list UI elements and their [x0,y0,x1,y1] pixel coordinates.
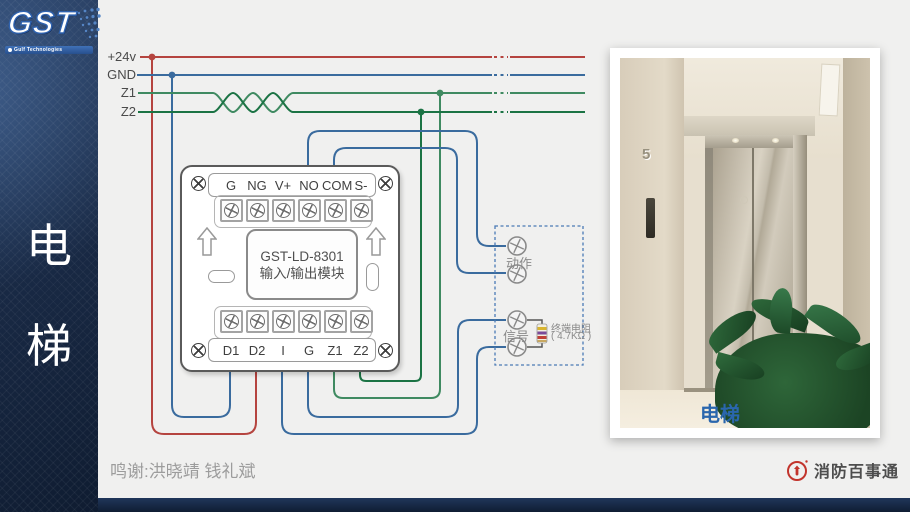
module-name-plate: GST-LD-8301 输入/输出模块 [246,229,358,300]
terminal-label: Z1 [327,342,343,358]
gst-logo: GST Gulf Technologies [5,4,101,59]
logo-subtitle-bar: Gulf Technologies [5,46,93,54]
ceiling-light [732,138,739,143]
bus-label-gnd: GND [107,67,136,82]
module-type: 输入/输出模块 [259,265,345,281]
screw-terminal-icon [272,310,295,333]
terminal-label: D1 [222,342,240,358]
ceiling-light [772,138,779,143]
elevator-photo-card: 5 电梯 [610,48,880,438]
logo-dots-icon [77,7,101,39]
corner-screw-icon [191,176,206,191]
junction-dot-gnd [168,71,176,79]
screw-terminal-icon [324,310,347,333]
screw-terminal-icon [220,199,243,222]
gst-logo-text: GST [6,4,78,40]
photo-lintel [684,116,815,136]
brand-footer: 消防百事通 [786,458,899,482]
junction-dot-24v [148,53,156,61]
fire-service-logo-icon [787,460,808,481]
plant [715,333,870,428]
screw-terminal-icon [298,310,321,333]
logo-bar-dot-icon [8,48,12,52]
photo-caption: 电梯 [700,404,740,426]
bottom-terminal-labels: D1 D2 I G Z1 Z2 [208,338,376,362]
bottom-bar [0,498,910,512]
terminal-label: I [281,342,285,358]
slot-horizontal [208,270,235,283]
corner-screw-icon [378,176,393,191]
call-button-panel [646,198,655,238]
screw-terminal-icon [220,310,243,333]
resistor-value: ( 4.7KΩ ) [551,331,592,342]
terminal-label: COM [322,177,353,193]
page-title-char: 电 [26,220,72,272]
terminal-label: S- [354,177,368,193]
bus-label-z1: Z1 [120,85,136,100]
terminal-label: NG [247,177,267,193]
floor-number-sign: 5 [642,146,651,163]
terminal-label: V+ [274,177,292,193]
terminal-label: Z2 [353,342,369,358]
module-model: GST-LD-8301 [260,248,344,264]
up-arrow-icon [197,227,217,256]
door-sensor-dot [740,196,748,204]
up-arrow-icon [366,227,386,256]
terminal-label: NO [299,177,319,193]
page-title-char: 梯 [26,320,72,372]
bottom-screw-terminals [220,310,373,333]
top-screw-terminals [220,199,373,222]
door-split-line [752,148,754,390]
terminal-label: G [225,177,237,193]
corner-screw-icon [191,343,206,358]
credits-text: 鸣谢:洪晓靖 钱礼斌 [110,462,256,481]
corner-screw-icon [378,343,393,358]
screw-terminal-icon [246,310,269,333]
io-module: G NG V+ NO COM S- GST-LD-8301 输入/输出模块 [180,165,400,372]
terminal-label: D2 [248,342,266,358]
junction-dot-z1 [436,89,444,97]
elevator-photo: 5 电梯 [620,58,870,428]
screw-terminal-icon [272,199,295,222]
photo-recess-ceiling [705,135,801,148]
screw-terminal-icon [350,199,373,222]
screw-terminal-icon [298,199,321,222]
sidebar: GST Gulf Technologies 电 梯 [0,0,101,512]
screw-terminal-icon [246,199,269,222]
slot-vertical [366,263,379,291]
screw-terminal-icon [324,199,347,222]
brand-name: 消防百事通 [814,464,900,481]
hall-lantern [818,63,841,117]
top-terminal-labels: G NG V+ NO COM S- [208,173,376,197]
junction-dot-z2 [417,108,425,116]
screw-terminal-icon [350,310,373,333]
terminal-label: G [303,342,315,358]
signal-label: 信号 [502,329,529,344]
action-label: 动作 [505,256,532,271]
bus-label-z2: Z2 [120,104,136,119]
logo-subtitle: Gulf Technologies [14,47,63,53]
bus-label-24v: +24v [107,49,136,64]
